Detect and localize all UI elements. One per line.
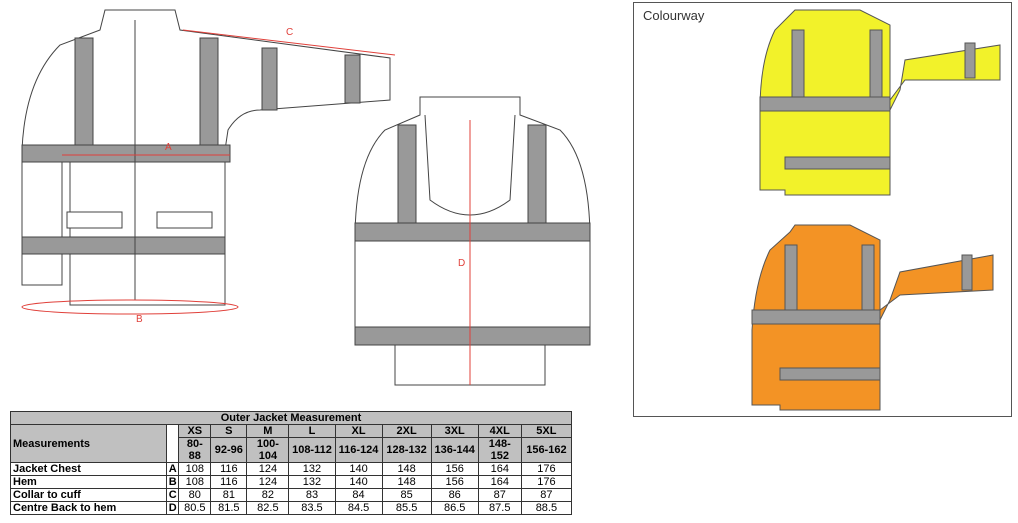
cell-value: 80.5 xyxy=(178,501,212,515)
cell-value: 82 xyxy=(246,488,290,502)
cell-value: 87 xyxy=(520,488,573,502)
cell-value: 82.5 xyxy=(246,501,290,515)
row-name: Collar to cuff xyxy=(9,488,168,502)
yellow-jacket xyxy=(759,9,1001,196)
size-header: 5XL xyxy=(520,424,573,438)
size-header: S xyxy=(210,424,248,438)
front-jacket-drawing xyxy=(21,9,396,315)
cell-value: 116 xyxy=(210,475,248,489)
cell-value: 108 xyxy=(178,475,212,489)
cell-value: 87 xyxy=(477,488,522,502)
cell-value: 140 xyxy=(334,475,383,489)
dimension-label-c: C xyxy=(286,27,294,38)
size-range: 136-144 xyxy=(430,437,479,463)
row-name: Centre Back to hem xyxy=(9,501,168,515)
cell-value: 164 xyxy=(477,462,522,476)
cell-value: 132 xyxy=(288,462,336,476)
cell-value: 140 xyxy=(334,462,383,476)
size-range: 156-162 xyxy=(520,437,573,463)
cell-value: 85.5 xyxy=(381,501,432,515)
cell-value: 116 xyxy=(210,462,248,476)
row-name: Hem xyxy=(9,475,168,489)
size-header: XS xyxy=(178,424,212,438)
dimension-label-b: B xyxy=(136,314,143,325)
cell-value: 85 xyxy=(381,488,432,502)
colourway-title: Colourway xyxy=(643,8,705,23)
measurements-header: Measurements xyxy=(9,424,168,463)
cell-value: 124 xyxy=(246,462,290,476)
size-range: 80-88 xyxy=(178,437,212,463)
cell-value: 87.5 xyxy=(477,501,522,515)
size-header: M xyxy=(246,424,290,438)
cell-value: 148 xyxy=(381,462,432,476)
dimension-label-a: A xyxy=(165,142,172,153)
row-code: D xyxy=(166,501,180,515)
cell-value: 148 xyxy=(381,475,432,489)
cell-value: 156 xyxy=(430,462,479,476)
table-title: Outer Jacket Measurement xyxy=(10,411,572,425)
row-name: Jacket Chest xyxy=(9,462,168,476)
cell-value: 84 xyxy=(334,488,383,502)
cell-value: 81 xyxy=(210,488,248,502)
size-range: 92-96 xyxy=(210,437,248,463)
size-range: 108-112 xyxy=(288,437,336,463)
cell-value: 176 xyxy=(520,475,573,489)
row-code: C xyxy=(166,488,180,502)
cell-value: 86.5 xyxy=(430,501,479,515)
back-jacket-drawing xyxy=(354,96,591,386)
size-header: XL xyxy=(334,424,383,438)
cell-value: 156 xyxy=(430,475,479,489)
cell-value: 81.5 xyxy=(210,501,248,515)
cell-value: 88.5 xyxy=(520,501,573,515)
size-header: 2XL xyxy=(381,424,432,438)
cell-value: 80 xyxy=(178,488,212,502)
cell-value: 83.5 xyxy=(288,501,336,515)
row-code: B xyxy=(166,475,180,489)
size-header: 3XL xyxy=(430,424,479,438)
size-range: 100-104 xyxy=(246,437,290,463)
colourway-panel: Colourway xyxy=(633,2,1012,417)
size-header: 4XL xyxy=(477,424,522,438)
cell-value: 164 xyxy=(477,475,522,489)
measurement-table: Outer Jacket Measurement Measurements XS… xyxy=(9,411,573,515)
cell-value: 124 xyxy=(246,475,290,489)
cell-value: 84.5 xyxy=(334,501,383,515)
cell-value: 176 xyxy=(520,462,573,476)
orange-jacket xyxy=(751,224,994,411)
cell-value: 108 xyxy=(178,462,212,476)
size-header: L xyxy=(288,424,336,438)
cell-value: 83 xyxy=(288,488,336,502)
cell-value: 132 xyxy=(288,475,336,489)
size-range: 116-124 xyxy=(334,437,383,463)
size-range: 128-132 xyxy=(381,437,432,463)
row-code: A xyxy=(166,462,180,476)
cell-value: 86 xyxy=(430,488,479,502)
dimension-label-d: D xyxy=(458,258,466,269)
size-range: 148-152 xyxy=(477,437,522,463)
